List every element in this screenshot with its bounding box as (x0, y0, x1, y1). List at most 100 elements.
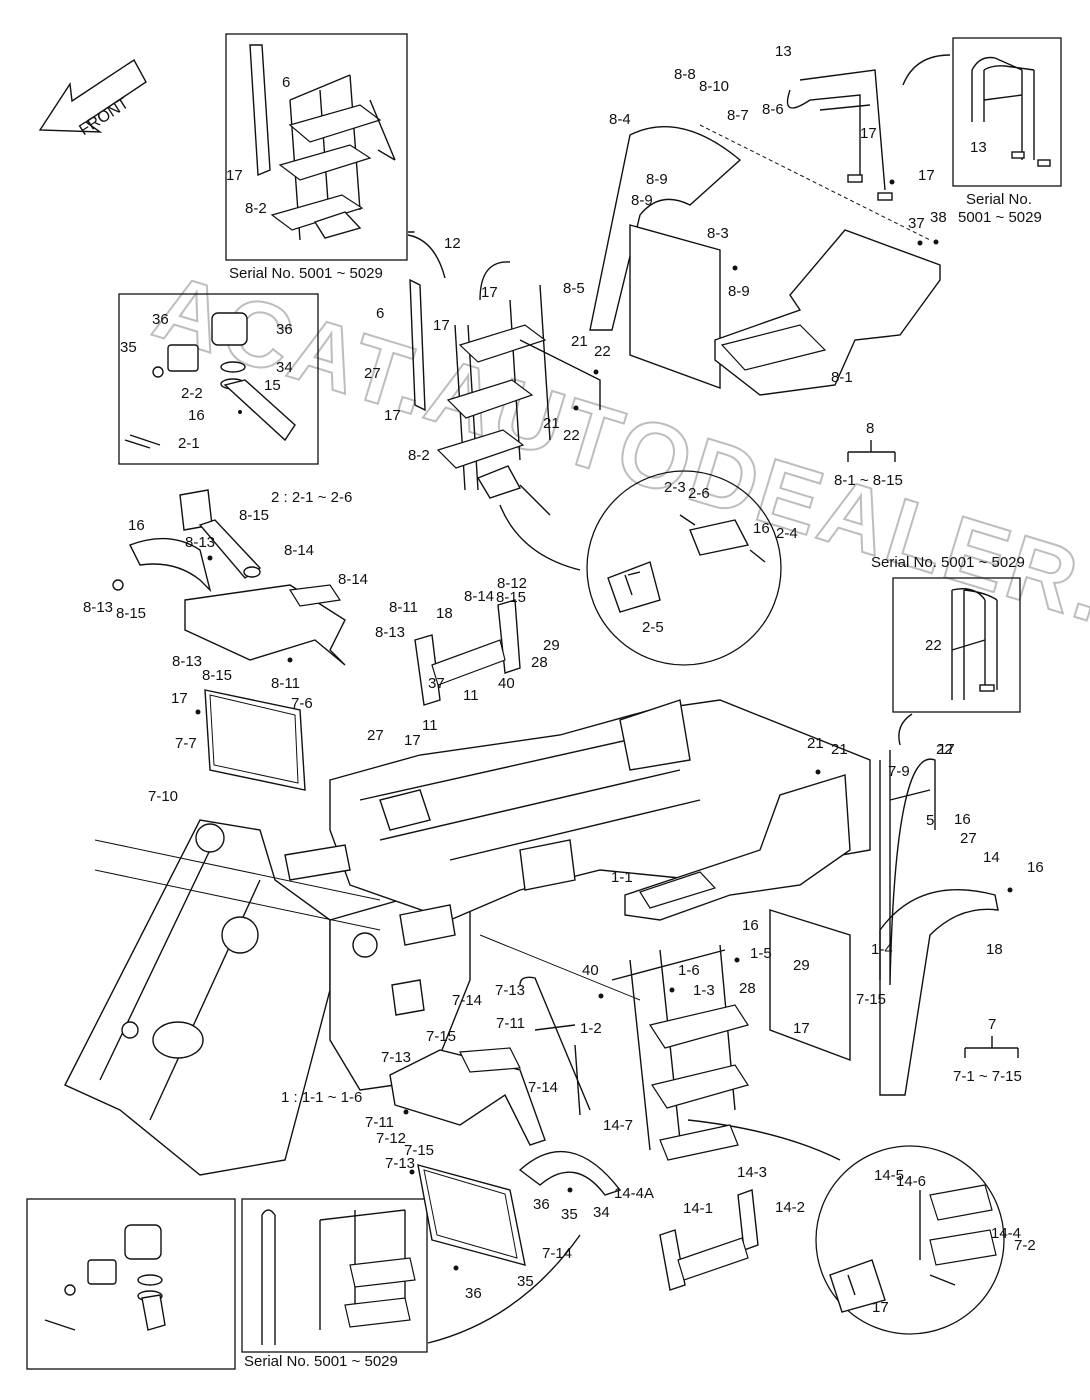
callout: 17 (860, 125, 877, 142)
callout: 18 (986, 941, 1003, 958)
callout: 14-7 (603, 1117, 633, 1134)
callout: 7-2 (1014, 1237, 1036, 1254)
callout: 16 (188, 407, 205, 424)
fender-assembly-2 (112, 489, 346, 791)
callout: 8-15 (202, 667, 232, 684)
callout: 17 (872, 1299, 889, 1316)
callout: 16 (753, 520, 770, 537)
serial-caption: Serial No. (966, 191, 1032, 208)
callout: 16 (128, 517, 145, 534)
callout: 1-3 (693, 982, 715, 999)
serial-caption: 5001 ~ 5029 (958, 209, 1042, 226)
callout: 8-14 (284, 542, 314, 559)
callout: 8-11 (271, 675, 300, 692)
callout: 1-5 (750, 945, 772, 962)
callout: 21 (831, 741, 848, 758)
callout: 14-4A (614, 1185, 654, 1202)
group-8-tree: 8 8-1 ~ 8-15 (834, 420, 903, 489)
callout: 17 (481, 284, 498, 301)
detail-circle-step-lower (815, 1145, 1005, 1335)
callout: 14-2 (775, 1199, 805, 1216)
callout: 36 (152, 311, 169, 328)
detail-circle-step-upper (586, 470, 782, 666)
callout: 8-4 (609, 111, 631, 128)
callout: 36 (533, 1196, 550, 1213)
callout: 21 (571, 333, 588, 350)
callout: 11 (463, 687, 479, 704)
callout: 17 (171, 690, 188, 707)
callout: 1-4 (871, 941, 893, 958)
fender-assembly-7 (624, 750, 999, 1096)
group-number: 7 (988, 1016, 996, 1033)
callout: 1-6 (678, 962, 700, 979)
callout: 7-13 (495, 982, 525, 999)
callout: 7-7 (175, 735, 197, 752)
callout: 8-9 (631, 192, 653, 209)
callout: 8-15 (239, 507, 269, 524)
callout: 8-15 (116, 605, 146, 622)
callout: 8-2 (245, 200, 267, 217)
callout: 17 (793, 1020, 810, 1037)
callout: 8-12 (497, 575, 527, 592)
callout: 8-13 (185, 534, 215, 551)
serial-caption: Serial No. 5001 ~ 5029 (871, 554, 1025, 571)
callout: 29 (543, 637, 560, 654)
callout: 7-11 (496, 1015, 525, 1032)
inset-handrail-13 (952, 37, 1062, 187)
callout: 7-10 (148, 788, 178, 805)
callout: 17 (384, 407, 401, 424)
callout: 6 (376, 305, 384, 322)
callout: 37 (908, 215, 925, 232)
inset-lamp-15 (118, 293, 319, 465)
fastener-dots (195, 179, 1013, 1271)
callout: 8-13 (83, 599, 113, 616)
group-label: 2 : 2-1 ~ 2-6 (271, 489, 352, 506)
callout: 34 (276, 359, 293, 376)
callout: 17 (918, 167, 935, 184)
callout: 5 (926, 812, 934, 829)
leader-arrow (687, 1119, 841, 1161)
callout: 11 (422, 717, 438, 734)
callout: 40 (582, 962, 599, 979)
callout: 6 (282, 74, 290, 91)
callout: 8-11 (389, 599, 418, 616)
callout: 35 (120, 339, 137, 356)
callout: 7-13 (381, 1049, 411, 1066)
callout: 1-2 (580, 1020, 602, 1037)
callout: 37 (428, 675, 445, 692)
inset-ladder-7-2 (241, 1198, 428, 1353)
front-arrow-icon: FRONT (38, 58, 147, 139)
fender-assembly-8 (589, 69, 941, 396)
callout: 16 (954, 811, 971, 828)
callout: 7-6 (291, 695, 313, 712)
callout: 8-15 (496, 589, 526, 606)
callout: 2-1 (178, 435, 200, 452)
callout: 17 (404, 732, 421, 749)
leader-arrow (427, 1234, 581, 1344)
group-number: 8 (866, 420, 874, 437)
inset-handrail-11 (892, 577, 1021, 713)
inset-ladder-8-2 (225, 33, 408, 261)
callout: 22 (925, 637, 942, 654)
fender-assembly-1 (389, 979, 622, 1266)
callout: 40 (498, 675, 515, 692)
callout: 2-2 (181, 385, 203, 402)
group-7-tree: 7 7-1 ~ 7-15 (953, 1016, 1022, 1085)
group-label: 1 : 1-1 ~ 1-6 (281, 1089, 362, 1106)
callout: 17 (433, 317, 450, 334)
step-7-12 (659, 1189, 759, 1291)
leader-arrow (902, 54, 951, 86)
callout: 8-9 (728, 283, 750, 300)
group-range: 8-1 ~ 8-15 (834, 472, 903, 489)
callout: 35 (561, 1206, 578, 1223)
callout: 7-15 (404, 1142, 434, 1159)
step-8-12 (414, 599, 521, 706)
callout: 14 (983, 849, 1000, 866)
callout: 22 (594, 343, 611, 360)
callout: 28 (531, 654, 548, 671)
callout: 8-14 (338, 571, 368, 588)
callout: 7-14 (452, 992, 482, 1009)
callout: 7-14 (528, 1079, 558, 1096)
callout: 2-6 (688, 485, 710, 502)
leader-arrow (499, 504, 581, 571)
